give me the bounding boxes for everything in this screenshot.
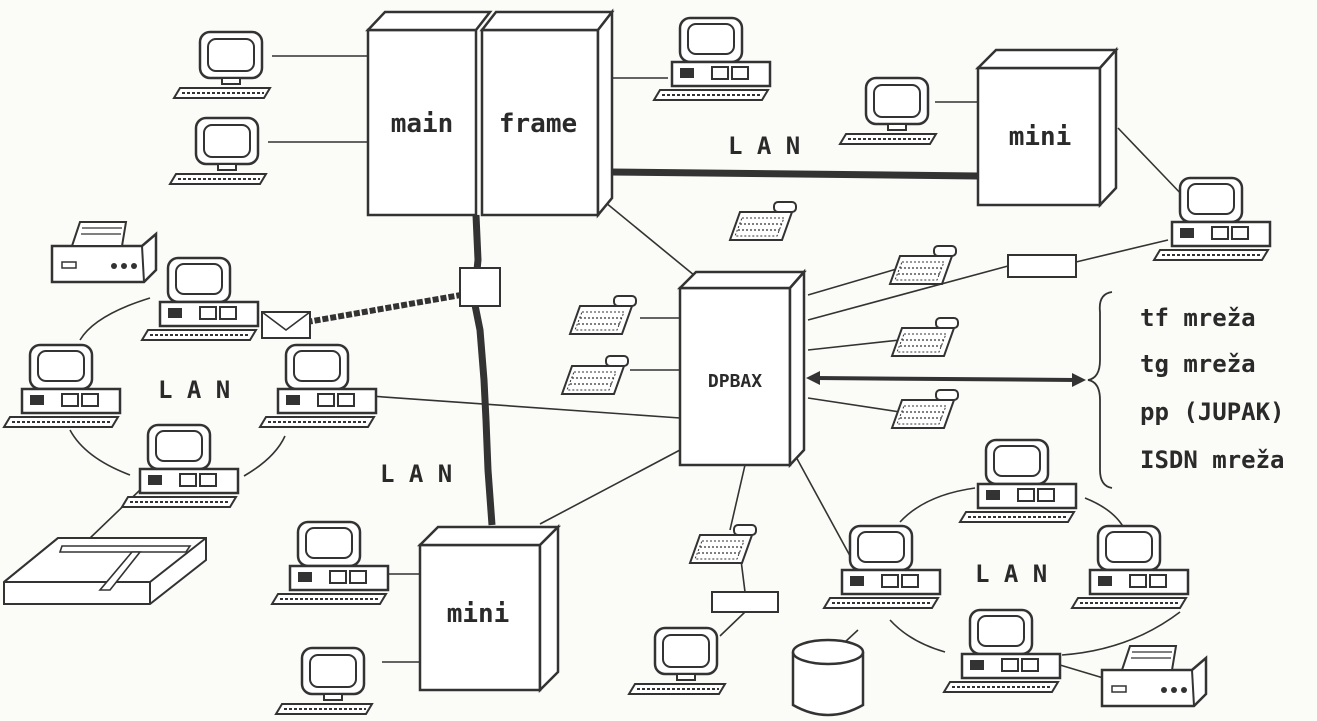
printer-right (1102, 646, 1206, 706)
lan-label-center: L A N (380, 460, 452, 488)
minicomputer-bottom: mini (420, 527, 558, 690)
network-isdn: ISDN mreža (1140, 446, 1285, 474)
dpbax-switch: DPBAX (680, 272, 804, 465)
telephone-1 (730, 202, 796, 240)
mini-top-label: mini (1009, 122, 1072, 152)
workstation-lan-left-top (142, 258, 258, 340)
workstation-lan-right-left (824, 526, 940, 608)
workstation-lan-left-left (4, 345, 120, 427)
telephone-2 (890, 246, 956, 284)
lan-label-right: L A N (975, 560, 1047, 588)
mainframe-label-main: main (391, 109, 454, 139)
terminal-dpbax (629, 628, 725, 694)
telephone-3 (570, 296, 636, 334)
workstation-lan-right-bottom (944, 610, 1060, 692)
workstation-mini-top (1154, 178, 1270, 260)
terminal-mainframe-1 (174, 32, 270, 98)
network-tf: tf mreža (1140, 304, 1256, 332)
modem-box-right (1008, 255, 1076, 277)
mainframe-label-frame: frame (499, 109, 577, 139)
database-cylinder-icon (793, 640, 863, 715)
external-networks-list: tf mreža tg mreža pp (JUPAK) ISDN mreža (1140, 304, 1285, 474)
lan-label-top: L A N (728, 132, 800, 160)
workstation-lan-left-bottom (122, 425, 238, 507)
modem-envelope (262, 312, 310, 338)
lan-label-left: L A N (158, 376, 230, 404)
telephone-5 (562, 356, 628, 394)
terminal-mini-top (840, 78, 936, 144)
workstation-lan-right-top (960, 440, 1076, 522)
terminal-mini-bottom (276, 648, 372, 714)
mainframe: main frame (368, 12, 612, 215)
workstation-lan-left-right (260, 345, 376, 427)
digitizer-tablet-icon (4, 538, 206, 604)
modem-box-bottom (712, 592, 778, 612)
terminal-mainframe-2 (170, 118, 266, 184)
workstation-lan-right-right (1072, 526, 1188, 608)
printer-left (52, 222, 156, 282)
telephone-6 (892, 390, 958, 428)
mini-bottom-label: mini (447, 599, 510, 629)
telephone-7 (690, 525, 756, 563)
network-pp-jupak: pp (JUPAK) (1140, 398, 1285, 426)
gateway-box (460, 268, 500, 306)
telephone-4 (892, 318, 958, 356)
dpbax-label: DPBAX (708, 371, 762, 392)
network-tg: tg mreža (1140, 350, 1256, 378)
minicomputer-top: mini (978, 50, 1116, 205)
workstation-mainframe (654, 18, 770, 100)
workstation-mini-bottom (272, 522, 388, 604)
